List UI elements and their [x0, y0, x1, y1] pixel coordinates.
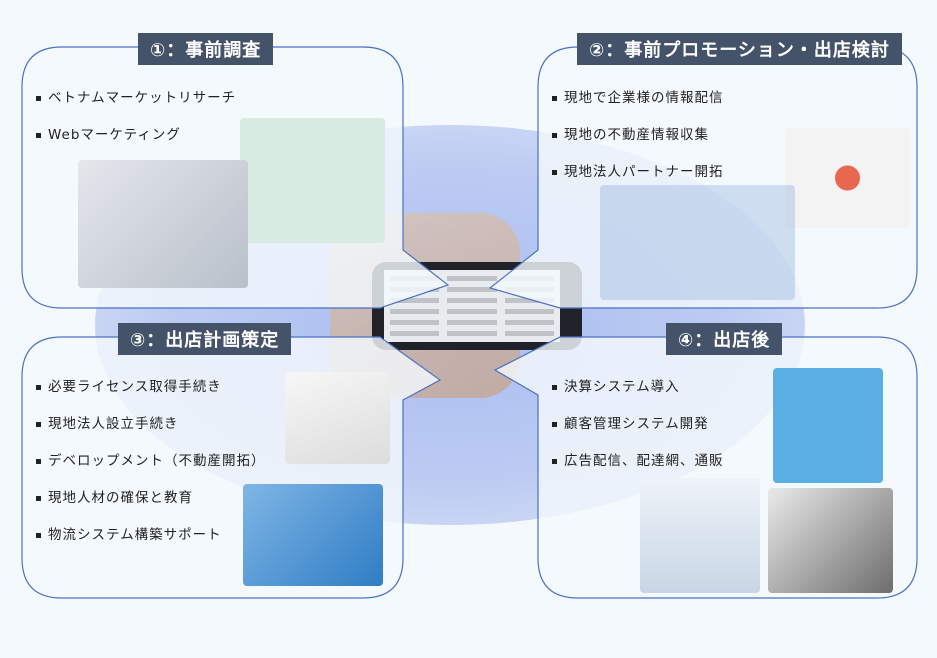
- section-1-title: ①：事前調査: [138, 33, 274, 65]
- network-buildings-image: [600, 185, 795, 300]
- list-item: 広告配信、配達網、通販: [552, 451, 724, 488]
- delivery-map-image: [768, 488, 893, 593]
- section-2-title: ②：事前プロモーション・出店検討: [577, 33, 902, 65]
- section-3-list: 必要ライセンス取得手続き 現地法人設立手続き デベロップメント（不動産開拓） 現…: [36, 377, 266, 562]
- list-item: 現地で企業様の情報配信: [552, 88, 724, 125]
- house-search-image: [785, 128, 910, 228]
- list-item: 顧客管理システム開発: [552, 414, 724, 451]
- list-item: 物流システム構築サポート: [36, 525, 266, 562]
- section-3-title: ③：出店計画策定: [118, 323, 292, 355]
- section-4-list: 決算システム導入 顧客管理システム開発 広告配信、配達網、通販: [552, 377, 724, 488]
- list-item: 現地法人パートナー開拓: [552, 162, 724, 199]
- list-item: 決算システム導入: [552, 377, 724, 414]
- list-item: ベトナムマーケットリサーチ: [36, 88, 236, 125]
- world-logistics-image: [243, 484, 383, 586]
- analytics-devices-image: [78, 160, 248, 288]
- list-item: 現地人材の確保と教育: [36, 488, 266, 525]
- customer-management-image: [640, 478, 760, 593]
- digital-marketing-image: [240, 118, 385, 243]
- list-item: デベロップメント（不動産開拓）: [36, 451, 266, 488]
- document-signing-image: [285, 372, 390, 464]
- list-item: 現地の不動産情報収集: [552, 125, 724, 162]
- section-2-list: 現地で企業様の情報配信 現地の不動産情報収集 現地法人パートナー開拓: [552, 88, 724, 199]
- list-item: 必要ライセンス取得手続き: [36, 377, 266, 414]
- list-item: 現地法人設立手続き: [36, 414, 266, 451]
- section-4-title: ④：出店後: [666, 323, 783, 355]
- section-1-list: ベトナムマーケットリサーチ Webマーケティング: [36, 88, 236, 162]
- payment-terminal-image: [773, 368, 883, 483]
- list-item: Webマーケティング: [36, 125, 236, 162]
